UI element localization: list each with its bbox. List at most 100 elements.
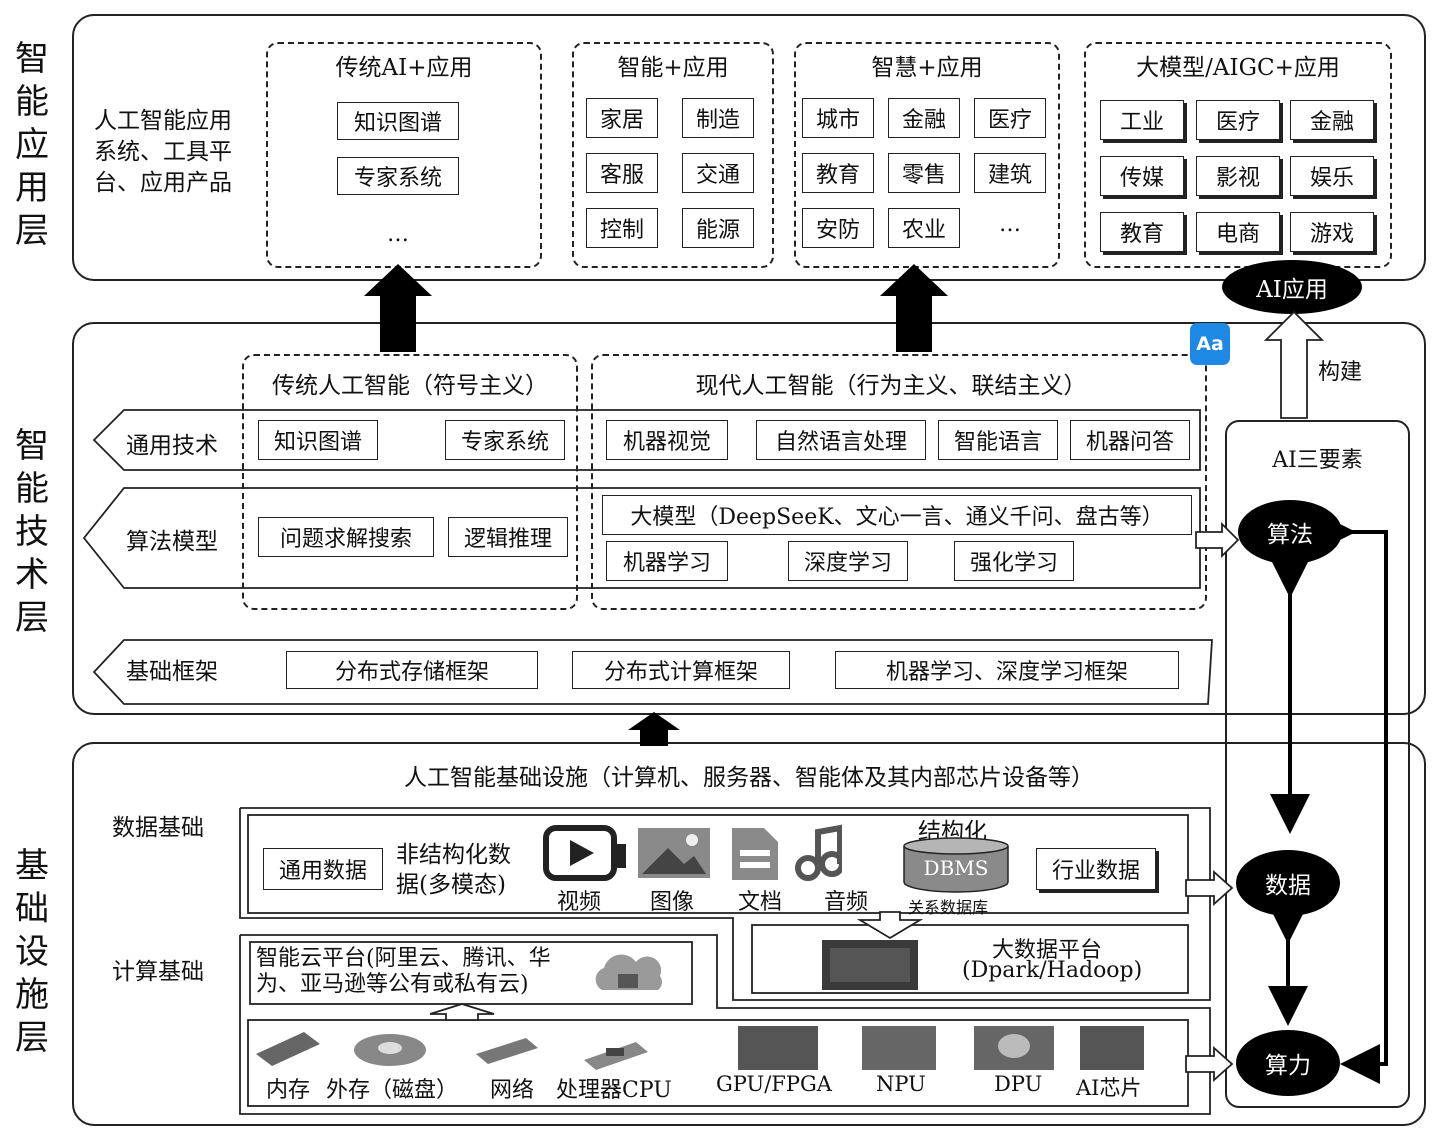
algorithm-label: 算法模型 <box>126 529 218 555</box>
up-arrow-icon <box>429 1003 495 1021</box>
database-icon <box>903 837 1009 893</box>
ai-triad-title: AI三要素 <box>1272 448 1363 473</box>
hardware-icons <box>256 1026 1144 1070</box>
tech-item: 问题求解搜索 <box>258 517 434 557</box>
document-icon <box>732 828 778 880</box>
industry-data-box: 行业数据 <box>1036 848 1156 890</box>
layer-title-tech: 智能技术层 <box>15 426 49 638</box>
tech-item: 机器视觉 <box>606 420 728 460</box>
app-item: 农业 <box>888 208 960 248</box>
disk-icon <box>354 1034 426 1066</box>
bigdata-icon <box>822 940 918 990</box>
cloud-platform-label: 智能云平台(阿里云、腾讯、华为、亚马逊等公有或私有云) <box>256 946 551 997</box>
bigdata-platform-sub: (Dpark/Hadoop) <box>962 958 1143 983</box>
app-item: 客服 <box>586 153 658 193</box>
tech-item: 知识图谱 <box>258 420 378 460</box>
hw-label: DPU <box>994 1072 1043 1096</box>
llm-box: 大模型（DeepSeeK、文心一言、通义千问、盘古等） <box>602 495 1192 535</box>
group-smart-plus <box>572 42 774 268</box>
app-item: 能源 <box>682 208 754 248</box>
traditional-ai-title: 传统人工智能（符号主义） <box>272 373 548 399</box>
tech-item: 机器问答 <box>1070 420 1190 460</box>
tech-item: 自然语言处理 <box>756 420 926 460</box>
right-arrow-icon <box>1185 869 1234 907</box>
app-item: 教育 <box>1100 212 1184 252</box>
group-llm-aigc <box>1084 42 1392 268</box>
app-item: 工业 <box>1100 100 1184 140</box>
app-item: 建筑 <box>974 153 1046 193</box>
down-arrow-icon <box>856 911 924 940</box>
app-item: 交通 <box>682 153 754 193</box>
hw-label: GPU/FPGA <box>716 1072 832 1096</box>
app-item: 城市 <box>802 98 874 138</box>
hw-label: 外存（磁盘） <box>326 1078 459 1103</box>
build-label: 构建 <box>1318 360 1363 385</box>
app-item: 金融 <box>888 98 960 138</box>
media-icons <box>543 824 842 881</box>
tech-item: 逻辑推理 <box>448 517 568 557</box>
group-smart-plus-title: 智能+应用 <box>617 55 729 81</box>
app-item: 医疗 <box>1196 100 1280 140</box>
cpu-icon <box>584 1042 648 1070</box>
audio-icon <box>795 824 842 881</box>
relational-db-label: 关系数据库 <box>908 898 989 917</box>
general-tech-label: 通用技术 <box>126 433 218 459</box>
hw-label: 内存 <box>266 1078 311 1103</box>
ai-chip-icon <box>1080 1026 1144 1070</box>
data-foundation-label: 数据基础 <box>112 815 204 841</box>
group-wisdom-plus <box>794 42 1060 268</box>
hw-label: AI芯片 <box>1076 1076 1142 1100</box>
app-item: 医疗 <box>974 98 1046 138</box>
media-audio-label: 音频 <box>824 890 869 915</box>
dbms-label: DBMS <box>923 856 989 880</box>
app-item: 控制 <box>586 208 658 248</box>
cloud-icon <box>595 954 662 990</box>
app-item: 安防 <box>802 208 874 248</box>
font-badge-icon: Aa <box>1190 323 1230 365</box>
framework-item: 分布式存储框架 <box>286 651 538 689</box>
ai-app-ellipse: AI应用 <box>1222 260 1362 314</box>
network-card-icon <box>476 1038 538 1064</box>
media-document-label: 文档 <box>738 890 783 915</box>
group-traditional-ai-title: 传统AI+应用 <box>335 55 473 81</box>
app-item-more: … <box>387 222 409 247</box>
tech-item: 机器学习 <box>606 541 728 581</box>
app-item: 游戏 <box>1290 212 1374 252</box>
media-video-label: 视频 <box>557 890 602 915</box>
tech-item: 深度学习 <box>788 541 908 581</box>
compute-foundation-label: 计算基础 <box>112 959 204 985</box>
up-arrow-icon <box>880 264 948 352</box>
npu-icon <box>862 1026 936 1070</box>
tech-item: 智能语言 <box>938 420 1058 460</box>
hw-label: 处理器CPU <box>556 1078 672 1103</box>
app-item: 专家系统 <box>337 157 459 195</box>
media-image-label: 图像 <box>650 890 695 915</box>
app-item: 传媒 <box>1100 156 1184 196</box>
app-item: 制造 <box>682 98 754 138</box>
app-item-more: … <box>999 212 1021 237</box>
traditional-ai-region <box>242 354 578 610</box>
app-item: 电商 <box>1196 212 1280 252</box>
video-icon <box>543 825 626 881</box>
build-arrow-icon <box>1263 310 1325 419</box>
memory-icon <box>256 1032 320 1066</box>
app-description: 人工智能应用系统、工具平台、应用产品 <box>94 108 232 196</box>
framework-item: 机器学习、深度学习框架 <box>835 651 1179 689</box>
app-item: 金融 <box>1290 100 1374 140</box>
framework-item: 分布式计算框架 <box>572 651 790 689</box>
group-llm-aigc-title: 大模型/AIGC+应用 <box>1136 55 1340 81</box>
tech-item: 专家系统 <box>445 420 565 460</box>
infra-title: 人工智能基础设施（计算机、服务器、智能体及其内部芯片设备等） <box>404 765 1094 791</box>
dpu-icon <box>974 1026 1054 1070</box>
app-item: 娱乐 <box>1290 156 1374 196</box>
modern-ai-region <box>591 354 1207 610</box>
bigdata-platform-label: 大数据平台 <box>991 938 1102 963</box>
compute-algo-arrow <box>1316 512 1388 1084</box>
unstructured-data-label: 非结构化数据(多模态) <box>396 842 511 898</box>
app-item: 知识图谱 <box>337 102 459 140</box>
group-wisdom-plus-title: 智慧+应用 <box>871 55 983 81</box>
up-arrow-icon <box>364 264 432 352</box>
app-item: 家居 <box>586 98 658 138</box>
